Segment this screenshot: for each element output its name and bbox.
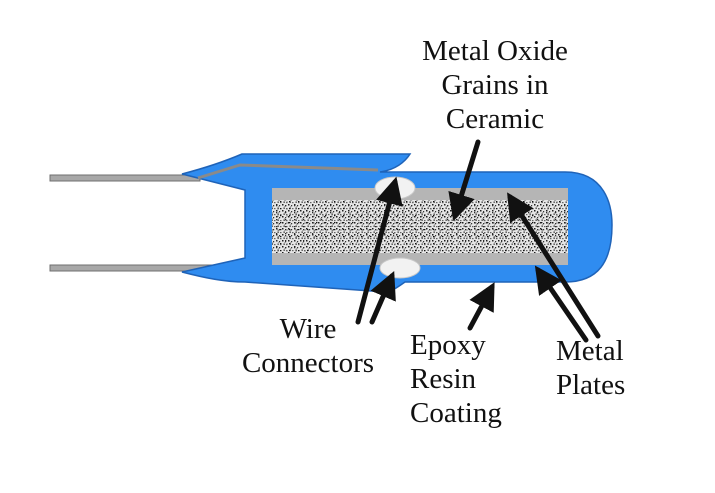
upper-metal-plate	[272, 188, 568, 200]
coating-label-line-1: Epoxy	[410, 329, 486, 361]
grains-label-line-1: Metal Oxide	[422, 35, 568, 67]
wire-connectors-label: Wire Connectors	[224, 312, 392, 380]
grains-label-line-3: Ceramic	[445, 103, 545, 135]
coating-label-line-3: Coating	[410, 397, 502, 429]
epoxy-coating-label: Epoxy Resin Coating	[410, 328, 530, 430]
wire-arrow-lower	[369, 270, 396, 325]
lower-wire-connector	[379, 257, 421, 279]
wire-arrow-upper	[355, 176, 403, 325]
annotation-arrows	[355, 139, 601, 343]
lower-metal-plate	[272, 253, 568, 265]
grains-label: Metal Oxide Grains in Ceramic	[402, 34, 588, 136]
plates-label-line-1: Metal	[556, 335, 624, 367]
wire-label-line-1: Wire	[279, 313, 337, 345]
metal-plates-label: Metal Plates	[556, 334, 656, 402]
wire-label-line-2: Connectors	[241, 347, 375, 379]
metal-oxide-ceramic-overlay	[272, 200, 568, 253]
upper-lead-wire	[49, 174, 201, 182]
upper-inner-wire	[197, 163, 379, 180]
coating-arrow	[467, 282, 495, 331]
plates-arrow-lower	[534, 265, 589, 343]
grains-label-line-2: Grains in	[441, 69, 549, 101]
coating-label-line-2: Resin	[410, 363, 477, 395]
plates-label-line-2: Plates	[556, 369, 626, 401]
grains-arrow	[448, 139, 481, 222]
